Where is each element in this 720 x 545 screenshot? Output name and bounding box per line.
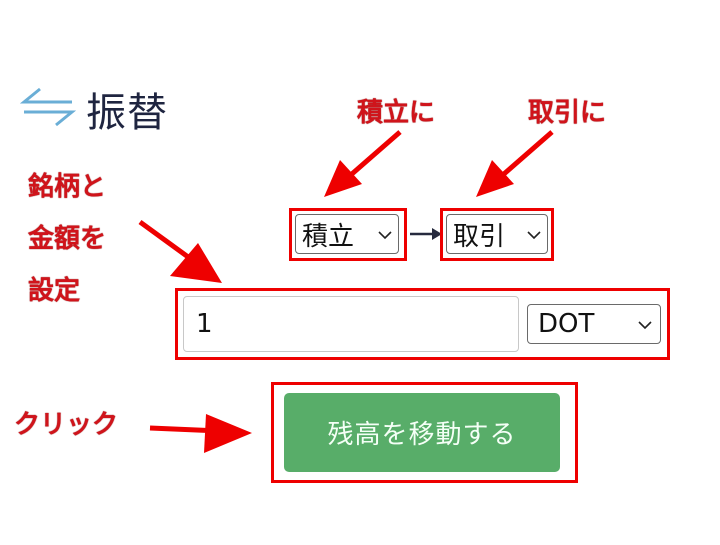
- transfer-arrows-icon: [19, 83, 77, 135]
- amount-input[interactable]: 1: [183, 296, 519, 352]
- page-header: 振替: [19, 80, 168, 138]
- annotation-box-amount: [175, 288, 670, 360]
- right-arrow-icon: [410, 226, 442, 246]
- annotation-to-trading: 取引に: [528, 98, 607, 128]
- annotation-box-to: [440, 208, 554, 261]
- currency-value: DOT: [538, 309, 595, 339]
- annotation-set-asset-line2: 金額を: [28, 224, 107, 254]
- page-title: 振替: [86, 90, 168, 136]
- chevron-down-icon: [378, 225, 392, 244]
- move-balance-button[interactable]: 残高を移動する: [284, 393, 560, 472]
- annotation-set-asset-line1: 銘柄と: [28, 172, 107, 202]
- chevron-down-icon: [527, 225, 541, 244]
- annotation-box-from: [289, 208, 407, 261]
- amount-value: 1: [196, 309, 213, 339]
- annotation-box-submit: [271, 382, 578, 483]
- from-account-value: 積立: [302, 221, 355, 252]
- currency-select[interactable]: DOT: [527, 304, 661, 344]
- from-account-select[interactable]: 積立: [295, 214, 399, 254]
- annotation-to-savings: 積立に: [357, 98, 436, 128]
- chevron-down-icon: [638, 315, 652, 334]
- annotation-click: クリック: [14, 410, 119, 440]
- annotation-set-asset-line3: 設定: [28, 276, 81, 306]
- to-account-value: 取引: [453, 221, 506, 252]
- to-account-select[interactable]: 取引: [446, 214, 548, 254]
